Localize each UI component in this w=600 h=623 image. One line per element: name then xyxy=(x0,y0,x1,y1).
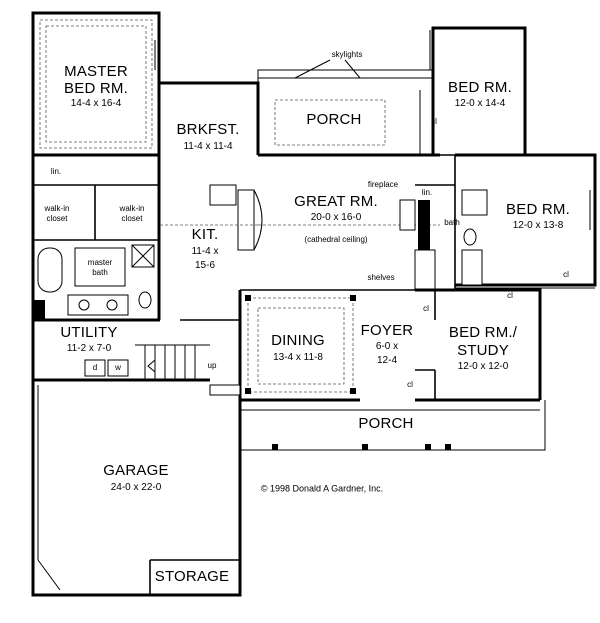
walkin-closet-right-1: walk-in xyxy=(119,203,145,213)
study-dims: 12-0 x 12-0 xyxy=(457,360,509,372)
foyer-study-walls xyxy=(415,288,542,402)
bedroom-1-dims: 12-0 x 14-4 xyxy=(454,97,506,109)
dining-name: DINING xyxy=(271,332,325,350)
storage-name: STORAGE xyxy=(154,568,230,586)
walkin-closet-left-2: closet xyxy=(46,213,68,223)
bedroom-2-dims: 12-0 x 13-8 xyxy=(512,219,564,231)
garage-dims: 24-0 x 22-0 xyxy=(110,481,162,493)
dining-dims: 13-4 x 11-8 xyxy=(273,351,323,363)
garage-name: GARAGE xyxy=(103,462,169,480)
study-name-2: STUDY xyxy=(457,342,509,360)
linen-label: lin. xyxy=(421,187,433,197)
rear-porch-name: PORCH xyxy=(306,111,362,129)
breakfast-name: BRKFST. xyxy=(176,121,240,139)
master-bedroom-name-2: BED RM. xyxy=(64,80,128,98)
great-room-dims: 20-0 x 16-0 xyxy=(310,211,362,223)
walkin-closet-right-2: closet xyxy=(121,213,143,223)
study-name-1: BED RM./ xyxy=(448,324,518,342)
closet-label: cl xyxy=(431,116,437,126)
utility-name: UTILITY xyxy=(60,324,118,342)
breakfast-dims: 11-4 x 11-4 xyxy=(183,140,233,152)
kitchen-dims-1: 11-4 x xyxy=(191,245,219,257)
garage-walls xyxy=(31,380,242,597)
kitchen-dims-2: 15-6 xyxy=(194,259,216,271)
walkin-closet-left-1: walk-in xyxy=(44,203,70,213)
great-room-note: (cathedral ceiling) xyxy=(304,234,368,244)
copyright-credit: © 1998 Donald A Gardner, Inc. xyxy=(260,483,384,494)
utility-dims: 11-2 x 7-0 xyxy=(66,342,112,354)
rear-porch xyxy=(257,59,434,156)
closet-label: cl xyxy=(423,303,429,313)
foyer-name: FOYER xyxy=(360,322,414,340)
master-linen-label: lin. xyxy=(50,166,62,176)
fireplace-label: fireplace xyxy=(367,179,399,189)
foyer-dims-1: 6-0 x xyxy=(375,340,399,352)
kitchen-name: KIT. xyxy=(191,226,219,244)
bedroom-2-name: BED RM. xyxy=(506,201,570,219)
closet-label: cl xyxy=(407,379,413,389)
great-room-name: GREAT RM. xyxy=(294,193,378,211)
master-bedroom-name-1: MASTER xyxy=(64,63,128,81)
master-bath-1: master xyxy=(87,257,113,267)
washer-label: w xyxy=(115,362,121,372)
stairs-up-label: up xyxy=(207,360,217,370)
foyer-dims-2: 12-4 xyxy=(376,354,398,366)
bedroom-2-walls xyxy=(415,153,597,290)
bedroom-1-name: BED RM. xyxy=(448,79,512,97)
master-bedroom-dims: 14-4 x 16-4 xyxy=(70,97,122,109)
shelves-label: shelves xyxy=(367,272,395,282)
master-bath-walls xyxy=(31,155,160,322)
closet-label: cl xyxy=(507,290,513,300)
closet-label: cl xyxy=(563,269,569,279)
great-room-walls xyxy=(240,153,440,291)
front-porch-name: PORCH xyxy=(358,415,414,433)
bath-label: bath xyxy=(444,217,460,227)
skylights-label: skylights xyxy=(331,49,363,59)
dryer-label: d xyxy=(92,362,98,372)
master-bath-2: bath xyxy=(92,267,108,277)
kitchen-walls xyxy=(157,81,263,321)
